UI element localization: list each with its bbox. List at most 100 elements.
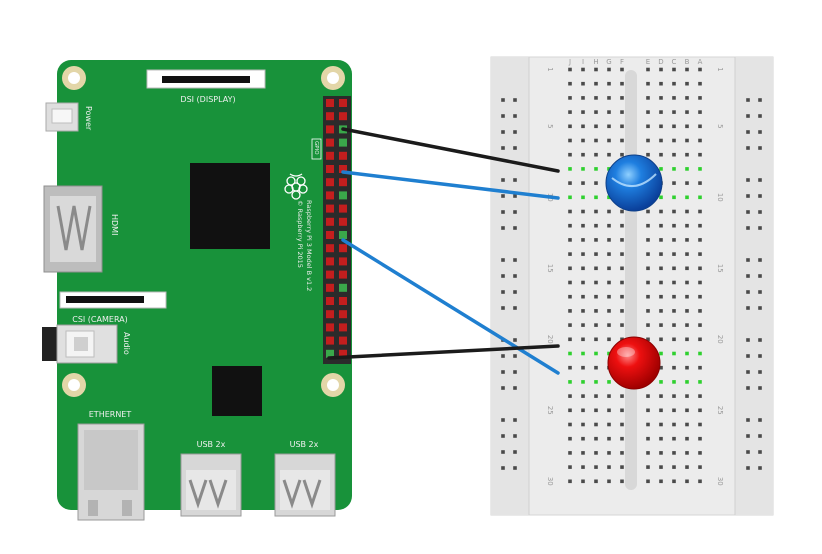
breadboard-hole — [659, 479, 663, 484]
breadboard-hole — [594, 408, 598, 413]
gpio-pin — [326, 283, 334, 292]
breadboard-hole — [659, 67, 663, 72]
breadboard-hole — [685, 294, 689, 299]
breadboard-hole — [698, 138, 702, 143]
breadboard-hole — [698, 67, 702, 72]
blue-led — [605, 154, 663, 212]
breadboard-hole — [568, 479, 572, 484]
breadboard-hole — [685, 465, 689, 469]
breadboard-hole — [568, 266, 572, 271]
breadboard-hole — [698, 152, 702, 157]
breadboard-hole — [594, 479, 598, 484]
raspberry-pi-board: DSI (DISPLAY) Power Raspberry Pi 3 Model… — [42, 60, 352, 521]
breadboard-hole — [646, 252, 650, 256]
breadboard-hole — [672, 451, 676, 455]
rail-hole — [758, 210, 762, 214]
gpio-pin — [339, 217, 347, 226]
breadboard-hole — [581, 167, 585, 171]
breadboard-hole — [685, 451, 689, 455]
breadboard-hole — [672, 181, 676, 185]
breadboard-hole — [620, 110, 624, 114]
rail-hole — [513, 210, 517, 214]
breadboard-hole — [581, 252, 585, 256]
breadboard-hole — [568, 195, 572, 200]
breadboard-hole — [698, 337, 702, 342]
breadboard-hole — [672, 465, 676, 469]
breadboard-hole — [568, 451, 572, 455]
gpio-pin — [339, 191, 347, 200]
gpio-pin — [326, 231, 334, 239]
breadboard-hole — [568, 408, 572, 413]
breadboard-hole — [594, 195, 598, 200]
breadboard-hole — [698, 110, 702, 114]
breadboard-hole — [659, 394, 663, 398]
breadboard-hole — [685, 252, 689, 256]
gpio-pin — [326, 336, 334, 345]
breadboard-hole — [698, 209, 702, 214]
row-number: 15 — [716, 264, 724, 273]
breadboard-hole — [620, 451, 624, 455]
breadboard-hole — [607, 124, 611, 129]
breadboard-hole — [659, 380, 663, 384]
rail-hole — [758, 306, 762, 310]
breadboard-hole — [620, 266, 624, 271]
rail-hole — [746, 466, 750, 470]
breadboard-hole — [672, 479, 676, 484]
rail-hole — [758, 146, 762, 150]
breadboard-hole — [646, 96, 650, 100]
dsi-label: DSI (DISPLAY) — [180, 95, 235, 104]
breadboard-hole — [607, 451, 611, 455]
breadboard-hole — [646, 337, 650, 342]
breadboard-hole — [594, 422, 598, 427]
breadboard-hole — [607, 167, 611, 171]
rail-hole — [758, 130, 762, 134]
rail-hole — [758, 114, 762, 118]
breadboard-hole — [594, 138, 598, 143]
mounting-hole — [321, 66, 345, 90]
breadboard-hole — [581, 337, 585, 342]
row-number: 20 — [716, 335, 724, 344]
gpio-pin — [339, 231, 347, 239]
breadboard-hole — [594, 380, 598, 384]
breadboard-hole — [685, 380, 689, 384]
breadboard-hole — [672, 266, 676, 271]
breadboard-hole — [659, 337, 663, 342]
rail-hole — [501, 386, 505, 390]
breadboard-hole — [698, 380, 702, 384]
row-number: 1 — [716, 67, 724, 71]
breadboard-hole — [646, 436, 650, 441]
csi-label: CSI (CAMERA) — [72, 315, 128, 324]
model-text-line2: © Raspberry Pi 2015 — [296, 200, 304, 268]
breadboard-hole — [568, 380, 572, 384]
gpio-pin — [339, 165, 347, 173]
wire-blue-top — [341, 170, 560, 200]
breadboard-hole — [607, 408, 611, 413]
rail-hole — [501, 194, 505, 198]
audio-label: Audio — [122, 332, 131, 355]
breadboard-hole — [620, 337, 624, 342]
breadboard-hole — [685, 351, 689, 356]
breadboard-hole — [685, 238, 689, 242]
rail-hole — [758, 370, 762, 374]
breadboard-hole — [594, 351, 598, 356]
audio-jack — [42, 324, 118, 364]
breadboard-hole — [698, 167, 702, 171]
breadboard-hole — [581, 96, 585, 100]
rail-hole — [513, 354, 517, 358]
column-letter: C — [672, 58, 677, 66]
breadboard-hole — [607, 337, 611, 342]
breadboard-hole — [620, 209, 624, 214]
breadboard-hole — [581, 124, 585, 129]
rail-hole — [746, 434, 750, 438]
breadboard-hole — [594, 238, 598, 242]
usb-left-port — [180, 453, 242, 517]
rail-hole — [501, 418, 505, 422]
breadboard-hole — [594, 323, 598, 327]
breadboard-hole — [685, 365, 689, 370]
breadboard-hole — [568, 110, 572, 114]
column-letter: J — [568, 58, 571, 66]
breadboard-hole — [646, 408, 650, 413]
breadboard-hole — [646, 124, 650, 129]
breadboard-hole — [672, 152, 676, 157]
breadboard-hole — [594, 451, 598, 455]
